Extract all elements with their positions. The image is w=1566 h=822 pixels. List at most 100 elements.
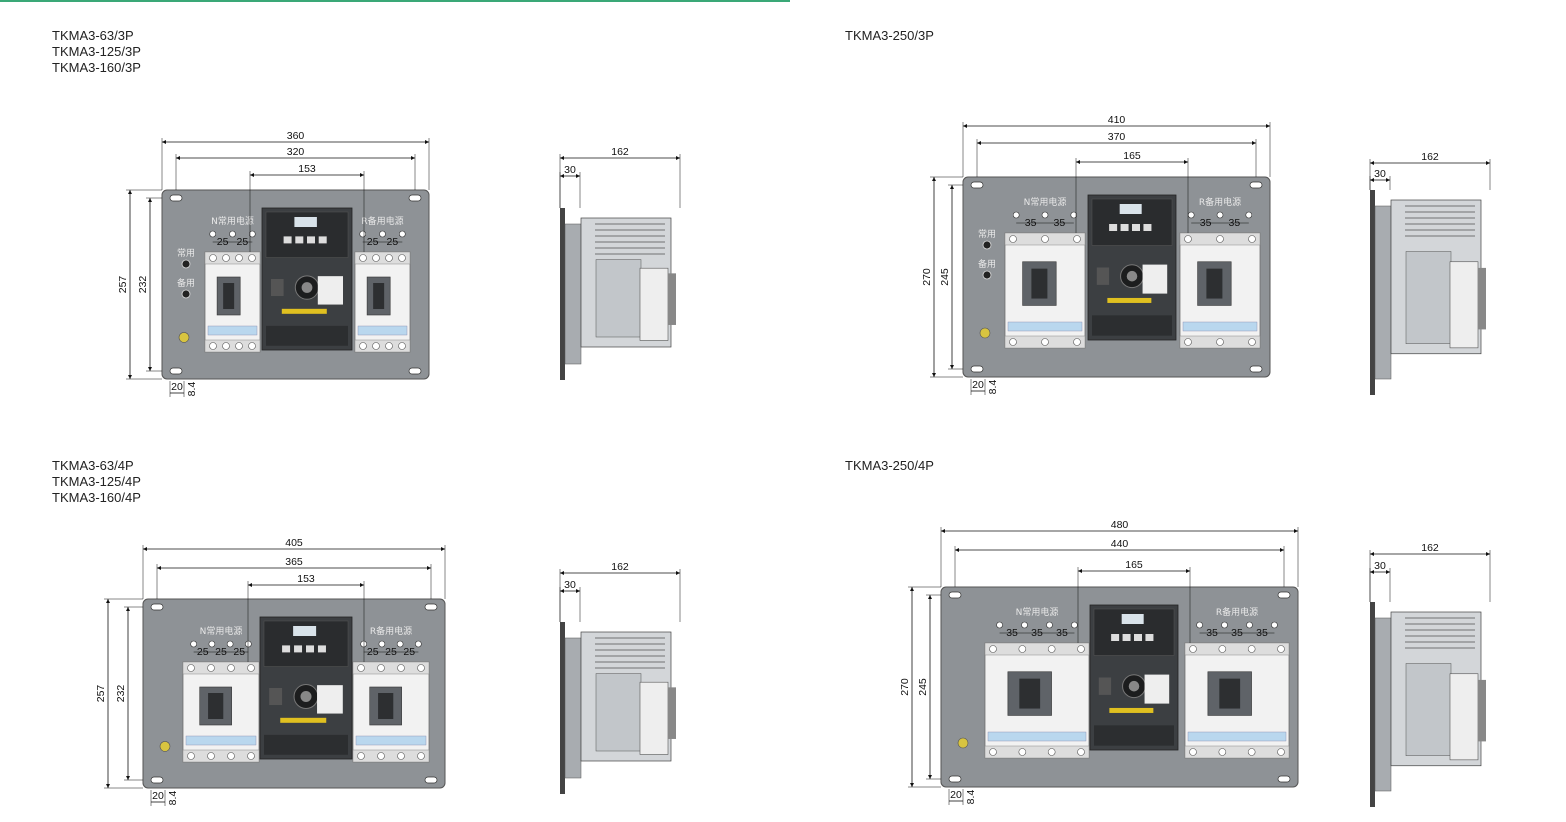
dimension-label: 232: [115, 685, 127, 703]
handle-grip: [1031, 268, 1048, 299]
control-key: [318, 236, 327, 244]
terminal-screw: [398, 254, 406, 262]
controller-module: [259, 616, 353, 760]
terminal-screw: [357, 752, 365, 760]
terminal-screw: [235, 254, 243, 262]
vent-grille: [1094, 725, 1174, 746]
normal-source-label: N常用电源: [200, 625, 243, 637]
dimension-label: 162: [1421, 542, 1439, 554]
dimension-arrow: [941, 529, 945, 533]
dimension-arrow: [932, 177, 936, 181]
terminal-screw: [417, 752, 425, 760]
control-key: [317, 645, 326, 653]
dimension-arrow: [427, 566, 431, 570]
vent-grille: [264, 734, 348, 755]
handle-grip: [1206, 268, 1223, 299]
model-label: TKMA3-63/4P: [52, 458, 134, 473]
terminal-screw: [222, 254, 230, 262]
terminal-pitch-label: 25: [217, 236, 229, 248]
label-strip: [355, 735, 427, 746]
terminal-screw: [248, 342, 256, 350]
breaker-right: [354, 251, 411, 353]
dimension-arrow: [1280, 548, 1284, 552]
terminal-screw: [989, 748, 997, 756]
incoming-terminal: [190, 640, 197, 648]
dimension-label: 245: [939, 268, 951, 286]
dimension-arrow: [128, 190, 132, 194]
knob-profile: [668, 687, 676, 739]
control-key: [294, 645, 303, 653]
dimension-arrow: [248, 583, 252, 587]
dimension-arrow: [950, 185, 954, 189]
backup-source-label: R备用电源: [370, 625, 412, 637]
lcd-display: [1119, 204, 1142, 214]
incoming-terminal: [1216, 211, 1224, 219]
dimension-label: 257: [117, 276, 129, 294]
model-label: TKMA3-160/3P: [52, 60, 141, 75]
terminal-pitch-label: 25: [367, 646, 379, 658]
model-label: TKMA3-125/4P: [52, 474, 141, 489]
model-label: TKMA3-63/3P: [52, 28, 134, 43]
terminal-pitch-label: 25: [367, 236, 379, 248]
dimension-arrow: [910, 587, 914, 591]
dimension-label: 8.4: [186, 382, 198, 397]
terminal-screw: [1216, 235, 1224, 243]
controller-module: [1087, 194, 1177, 341]
incoming-terminal: [378, 640, 386, 648]
knob-hub: [301, 282, 313, 293]
warning-label: [1109, 707, 1154, 713]
lcd-display: [294, 217, 317, 227]
mounting-slot: [150, 603, 164, 611]
terminal-pitch-label: 25: [237, 236, 249, 248]
breaker-right: [1184, 642, 1290, 759]
terminal-pitch-label: 35: [1200, 217, 1212, 229]
dimension-arrow: [157, 566, 161, 570]
control-key: [1120, 224, 1129, 231]
incoming-terminal: [1046, 621, 1053, 629]
terminal-screw: [1189, 748, 1197, 756]
handle-profile: [639, 267, 669, 341]
incoming-terminal: [209, 230, 216, 238]
nameplate: [317, 276, 343, 305]
warning-label: [281, 308, 327, 314]
terminal-screw: [1218, 645, 1227, 653]
incoming-terminal: [396, 640, 404, 648]
dimension-arrow: [576, 589, 580, 593]
model-label: TKMA3-160/4P: [52, 490, 141, 505]
breaker-body: [352, 661, 430, 763]
terminal-screw: [1248, 235, 1256, 243]
nameplate: [1144, 674, 1170, 704]
dimension-arrow: [928, 595, 932, 599]
terminal-screw: [1247, 645, 1256, 653]
terminal-screw: [1248, 338, 1256, 346]
terminal-screw: [397, 664, 405, 672]
terminal-screw: [227, 664, 235, 672]
terminal-screw: [1216, 338, 1224, 346]
terminal-pitch-label: 35: [1231, 627, 1243, 639]
incoming-terminal: [208, 640, 216, 648]
handle-grip: [373, 283, 385, 309]
dimension-arrow: [1252, 141, 1256, 145]
dimension-label: 162: [611, 561, 629, 573]
nameplate: [1142, 264, 1168, 294]
incoming-terminal: [359, 230, 367, 238]
dimension-arrow: [126, 776, 130, 780]
dimension-label: 365: [285, 556, 303, 568]
backup-source-label: R备用电源: [1216, 606, 1258, 618]
flange: [564, 637, 582, 779]
terminal-screw: [1009, 338, 1017, 346]
flange: [1374, 617, 1392, 792]
dimension-arrow: [360, 583, 364, 587]
dimension-arrow: [910, 783, 914, 787]
terminal-screw: [1277, 645, 1285, 653]
mounting-slot: [424, 603, 438, 611]
breaker-left: [1004, 232, 1086, 349]
dimension-arrow: [676, 571, 680, 575]
terminal-pitch-label: 35: [1025, 217, 1037, 229]
handle-profile: [1449, 261, 1479, 349]
padlock-slot: [269, 688, 283, 706]
